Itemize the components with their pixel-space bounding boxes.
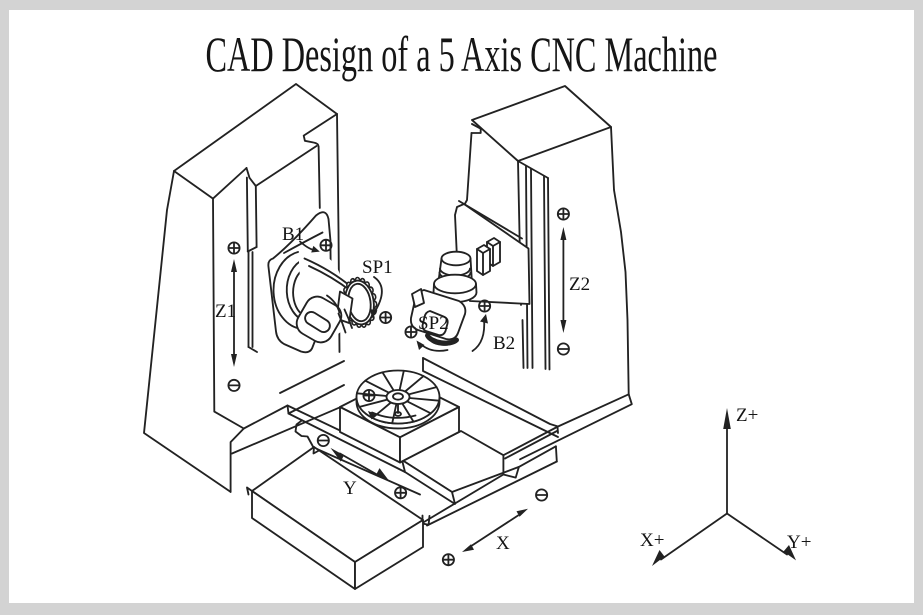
svg-text:B2: B2 — [493, 333, 515, 354]
svg-text:B1: B1 — [282, 224, 304, 245]
svg-text:Z1: Z1 — [215, 301, 236, 322]
svg-text:Z2: Z2 — [569, 274, 590, 295]
svg-text:X+: X+ — [640, 530, 664, 551]
svg-text:SP2: SP2 — [418, 313, 449, 334]
svg-text:Y+: Y+ — [787, 532, 811, 553]
svg-text:SP1: SP1 — [362, 257, 393, 278]
svg-text:Z+: Z+ — [736, 405, 758, 426]
svg-text:X: X — [496, 533, 510, 554]
svg-text:Y: Y — [343, 478, 357, 499]
svg-text:CAD Design of a 5 Axis CNC Mac: CAD Design of a 5 Axis CNC Machine — [206, 28, 718, 83]
